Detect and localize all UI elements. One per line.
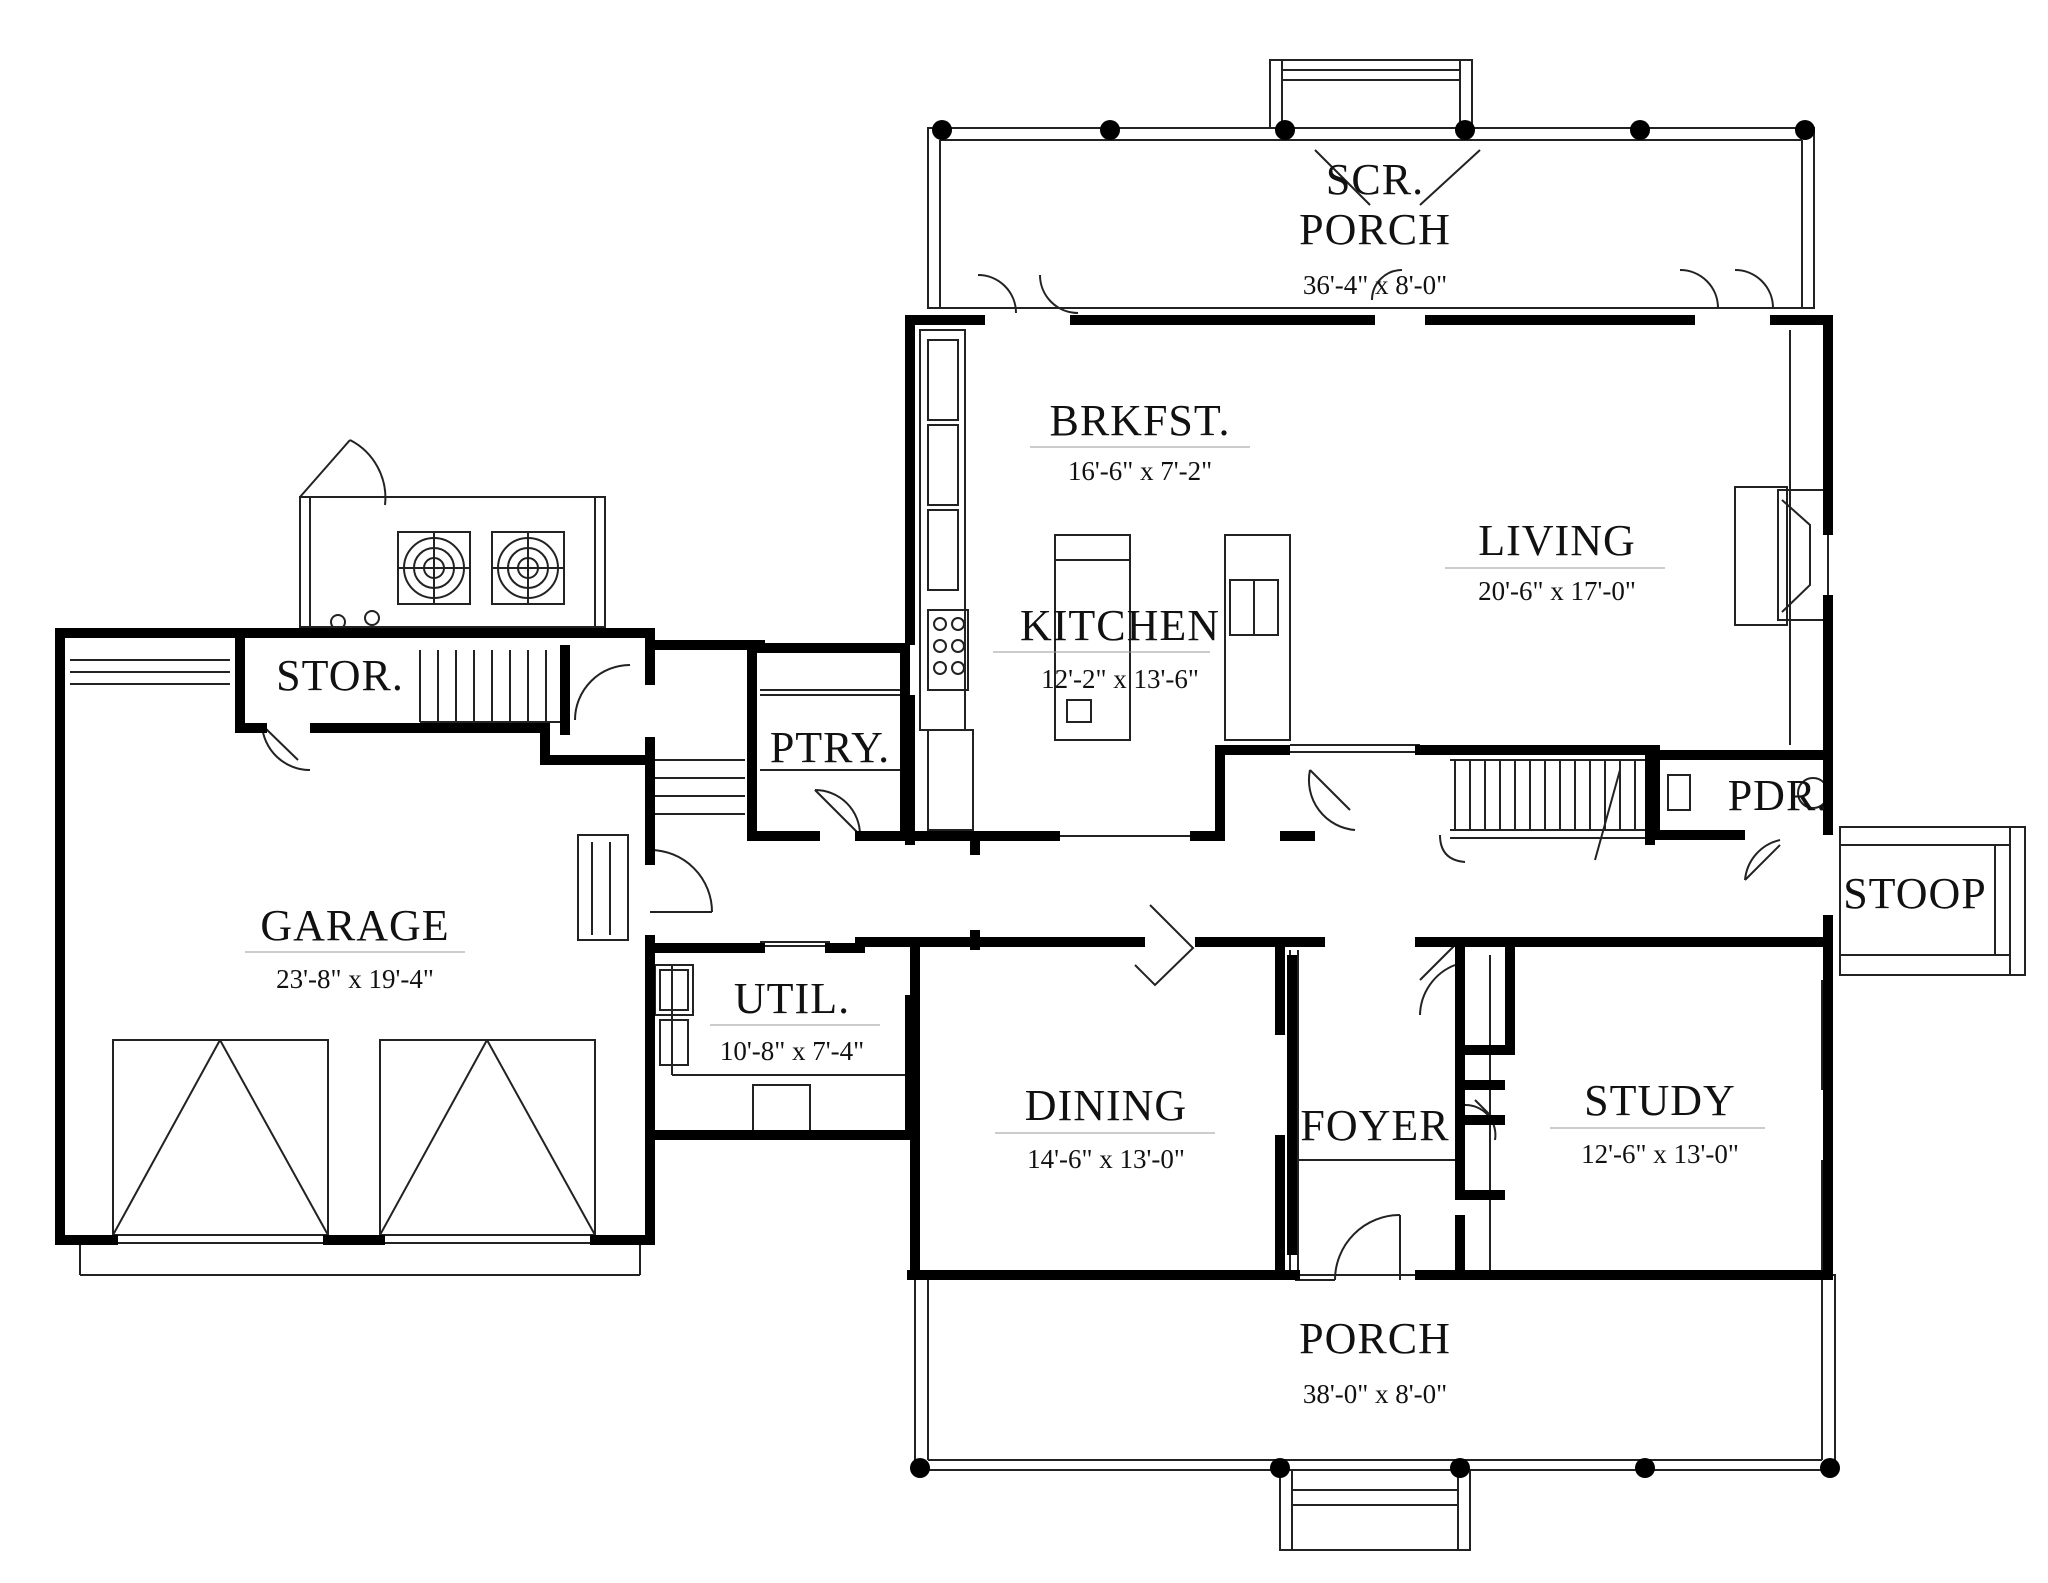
room-kitchen: KITCHEN 12'-2" x 13'-6" [993,601,1220,694]
study-dims: 12'-6" x 13'-0" [1581,1139,1739,1169]
porch-dims: 38'-0" x 8'-0" [1303,1379,1447,1409]
foyer-name: FOYER [1300,1101,1449,1150]
room-garage: GARAGE 23'-8" x 19'-4" [245,901,465,994]
ptry-name: PTRY. [770,723,890,772]
pdr-name: PDR. [1728,771,1829,820]
study-name: STUDY [1584,1076,1736,1125]
stoop-name: STOOP [1843,869,1987,918]
dining-dims: 14'-6" x 13'-0" [1027,1144,1185,1174]
room-dining: DINING 14'-6" x 13'-0" [995,1081,1215,1174]
room-study: STUDY 12'-6" x 13'-0" [1550,1076,1765,1169]
room-util: UTIL. 10'-8" x 7'-4" [710,974,880,1066]
brkfst-name: BRKFST. [1049,396,1230,445]
thin-linework [63,59,2026,1551]
kitchen-name: KITCHEN [1020,601,1220,650]
scr-porch-name-2: PORCH [1299,205,1451,254]
util-name: UTIL. [734,974,850,1023]
dining-name: DINING [1025,1081,1187,1130]
room-scr-porch: SCR. PORCH 36'-4" x 8'-0" [1299,155,1451,300]
util-dims: 10'-8" x 7'-4" [720,1036,864,1066]
stor-name: STOR. [276,651,404,700]
room-living: LIVING 20'-6" x 17'-0" [1445,516,1665,606]
living-dims: 20'-6" x 17'-0" [1478,576,1636,606]
room-brkfst: BRKFST. 16'-6" x 7'-2" [1030,396,1250,486]
kitchen-dims: 12'-2" x 13'-6" [1041,664,1199,694]
porch-columns [910,120,1840,1478]
living-name: LIVING [1478,516,1636,565]
room-labels: SCR. PORCH 36'-4" x 8'-0" BRKFST. 16'-6"… [245,155,1987,1409]
porch-name: PORCH [1299,1314,1451,1363]
walls [55,315,1833,1280]
garage-name: GARAGE [260,901,449,950]
scr-porch-dims: 36'-4" x 8'-0" [1303,270,1447,300]
room-porch: PORCH 38'-0" x 8'-0" [1299,1314,1451,1409]
scr-porch-name-1: SCR. [1326,155,1424,204]
garage-dims: 23'-8" x 19'-4" [276,964,434,994]
brkfst-dims: 16'-6" x 7'-2" [1068,456,1212,486]
